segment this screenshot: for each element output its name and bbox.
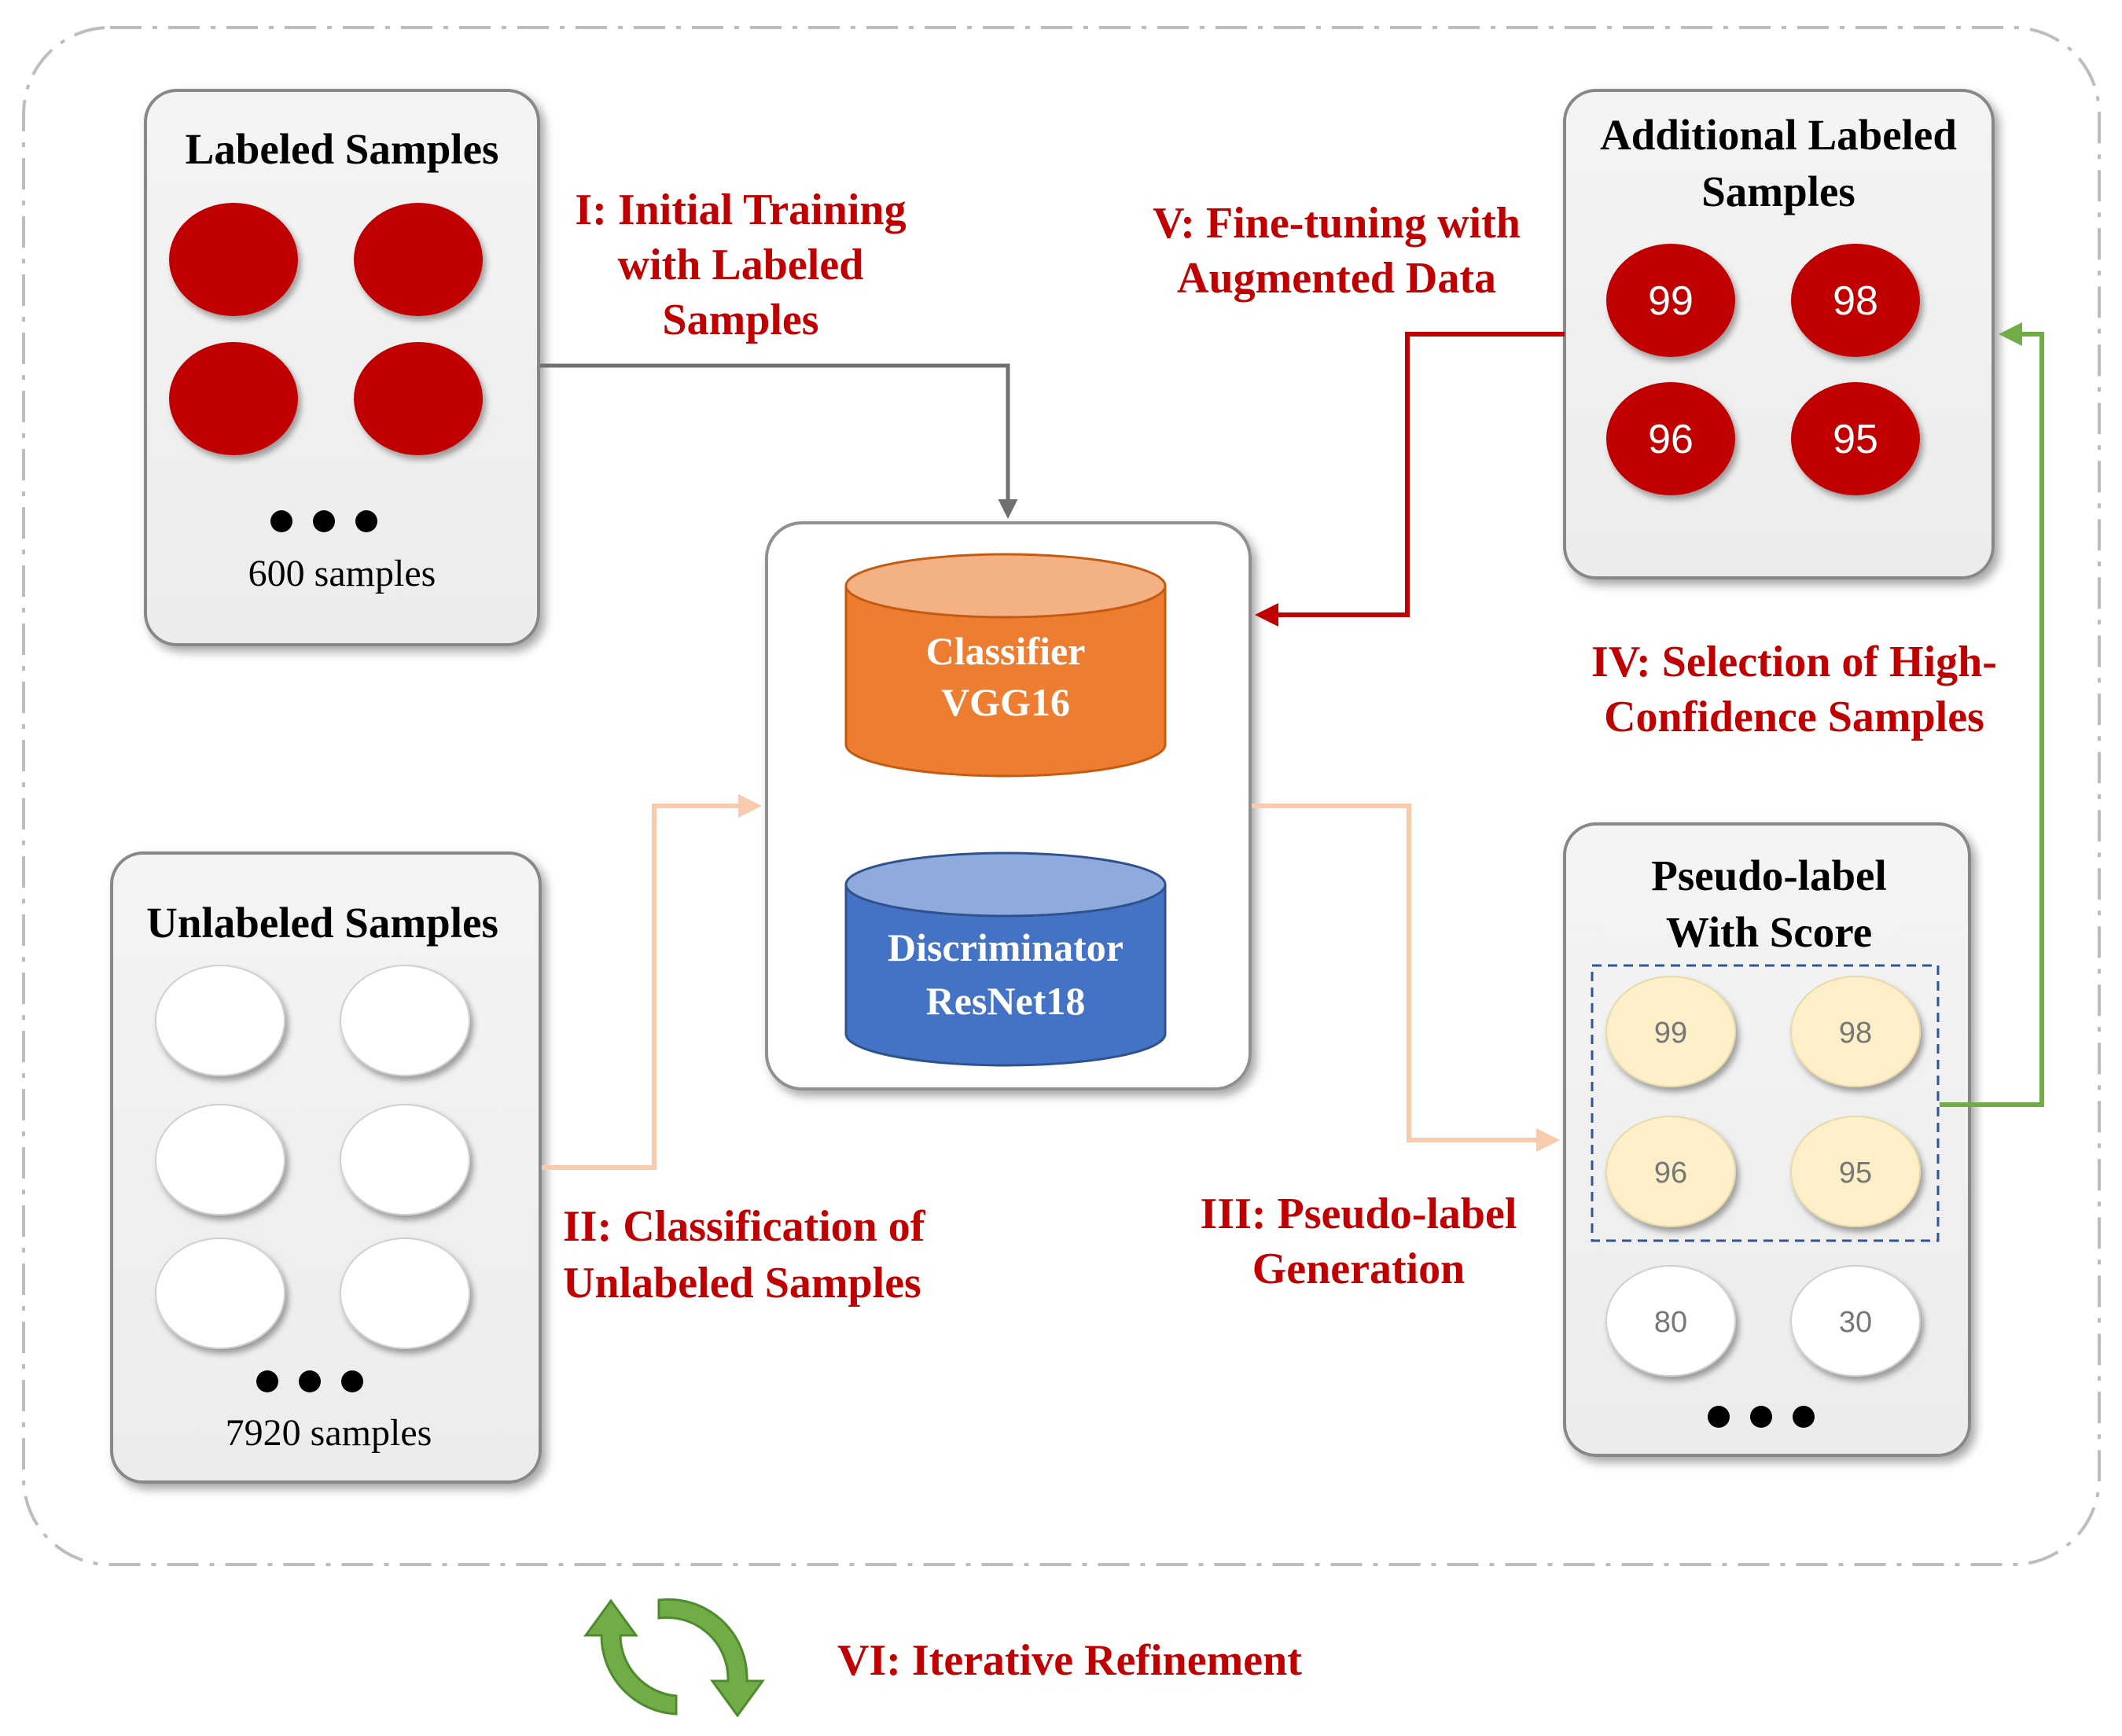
additional-labeled-box: Additional Labeled Samples 99 98 96 95 [1563,89,1995,579]
pseudo-sample-low: 30 [1790,1265,1921,1377]
svg-text:99: 99 [1654,1017,1687,1050]
high-confidence-selection [1591,964,1940,1242]
svg-text:95: 95 [1839,1157,1872,1190]
unlabeled-sample [155,1104,285,1216]
ellipsis-dots-icon [256,1370,363,1392]
additional-sample: 99 [1606,244,1735,357]
discriminator-cylinder: Discriminator ResNet18 [844,851,1167,1067]
step-6-label: VI: Iterative Refinement [837,1636,1302,1685]
additional-sample: 95 [1791,382,1920,495]
pseudo-sample-low: 80 [1605,1265,1736,1377]
svg-text:96: 96 [1654,1157,1687,1190]
labeled-sample [169,203,298,316]
classifier-model: VGG16 [941,680,1070,724]
svg-text:98: 98 [1833,278,1878,324]
step-4-label: IV: Selection of High- Confidence Sample… [1591,638,1997,741]
pseudo-sample-high: 96 [1605,1116,1736,1227]
svg-text:Samples: Samples [662,296,818,344]
svg-text:99: 99 [1648,278,1694,324]
svg-text:96: 96 [1648,417,1694,462]
classifier-cylinder: Classifier VGG16 [844,553,1167,778]
labeled-samples-title: Labeled Samples [186,125,499,173]
pseudo-sample-high: 95 [1790,1116,1921,1227]
pseudo-sample-high: 99 [1605,976,1736,1087]
svg-text:V: Fine-tuning with: V: Fine-tuning with [1153,199,1521,248]
labeled-sample [354,342,483,455]
outer-frame [22,26,2101,1566]
pseudo-sample-high: 98 [1790,976,1921,1087]
unlabeled-sample [340,1238,470,1349]
pseudo-title-line2: With Score [1666,908,1872,956]
unlabeled-sample [155,1238,285,1349]
step-2-label: II: Classification of Unlabeled Samples [563,1202,926,1308]
svg-text:Confidence Samples: Confidence Samples [1604,693,1984,741]
svg-text:II: Classification of: II: Classification of [563,1202,926,1251]
discriminator-name: Discriminator [888,925,1124,969]
svg-text:80: 80 [1654,1306,1687,1339]
step-3-label: III: Pseudo-label Generation [1201,1190,1517,1293]
unlabeled-samples-title: Unlabeled Samples [146,899,498,947]
labeled-samples-box: Labeled Samples 600 samples [144,89,540,646]
pseudo-label-box: Pseudo-label With Score 99 98 96 95 80 3… [1563,822,1971,1457]
labeled-sample [354,203,483,316]
svg-text:30: 30 [1839,1306,1872,1339]
svg-text:I: Initial Training: I: Initial Training [575,186,906,234]
discriminator-model: ResNet18 [926,979,1086,1023]
svg-text:95: 95 [1833,417,1878,462]
additional-sample: 96 [1606,382,1735,495]
arrow-pseudo-label-generation [1252,804,1560,1152]
unlabeled-sample [155,965,285,1076]
additional-sample: 98 [1791,244,1920,357]
unlabeled-sample [340,965,470,1076]
model-box: Classifier VGG16 Discriminator ResNet18 [765,521,1252,1091]
svg-text:Augmented Data: Augmented Data [1177,254,1496,303]
labeled-count: 600 samples [248,553,436,594]
unlabeled-samples-box: Unlabeled Samples 7920 samples [110,851,542,1484]
step-5-label: V: Fine-tuning with Augmented Data [1153,199,1521,303]
svg-text:III: Pseudo-label: III: Pseudo-label [1201,1190,1517,1238]
svg-text:Generation: Generation [1252,1245,1466,1293]
unlabeled-sample [340,1104,470,1216]
unlabeled-count: 7920 samples [226,1412,432,1454]
arrow-initial-training [540,363,1018,519]
svg-text:IV: Selection of High-: IV: Selection of High- [1591,638,1997,686]
additional-title-line2: Samples [1701,167,1855,215]
pseudo-title-line1: Pseudo-label [1651,851,1886,899]
labeled-sample [169,342,298,455]
ellipsis-dots-icon [1708,1406,1815,1428]
additional-title-line1: Additional Labeled [1600,111,1957,159]
arrow-fine-tuning [1255,332,1565,627]
svg-text:with Labeled: with Labeled [618,241,864,289]
classifier-name: Classifier [926,629,1086,673]
arrow-high-confidence-selection [1940,322,2044,1107]
step-1-label: I: Initial Training with Labeled Samples [575,186,906,344]
ellipsis-dots-icon [270,510,377,532]
svg-text:Unlabeled Samples: Unlabeled Samples [563,1259,921,1308]
recycle-arrows-icon [583,1598,765,1718]
arrow-classification [542,794,762,1170]
svg-text:98: 98 [1839,1017,1872,1050]
